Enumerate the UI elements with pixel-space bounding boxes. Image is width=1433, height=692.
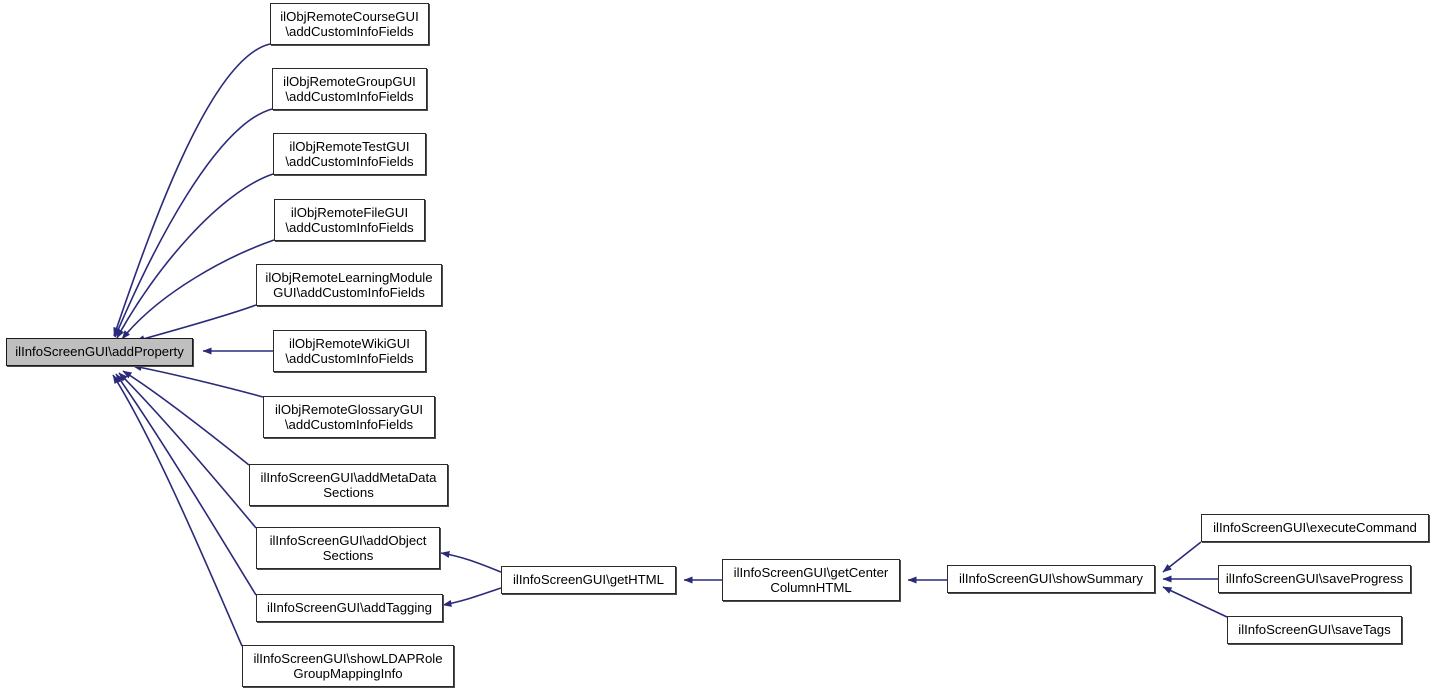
graph-node-remoteCourse[interactable]: ilObjRemoteCourseGUI \addCustomInfoField… [270, 3, 429, 45]
graph-node-addMetaData[interactable]: ilInfoScreenGUI\addMetaData Sections [249, 464, 448, 506]
graph-node-remoteGroup[interactable]: ilObjRemoteGroupGUI \addCustomInfoFields [272, 68, 427, 110]
graph-edge-remoteGlossary-to-root [132, 364, 264, 398]
graph-edge-addMetaData-to-root [122, 370, 250, 466]
graph-node-executeCommand[interactable]: ilInfoScreenGUI\executeCommand [1201, 514, 1429, 542]
graph-edge-remoteLM-to-root [135, 304, 257, 343]
graph-node-saveTags[interactable]: ilInfoScreenGUI\saveTags [1227, 616, 1402, 644]
graph-node-remoteTest[interactable]: ilObjRemoteTestGUI \addCustomInfoFields [273, 133, 426, 175]
graph-node-remoteGlossary[interactable]: ilObjRemoteGlossaryGUI \addCustomInfoFie… [263, 396, 435, 438]
graph-edge-getHTML-to-addTagging [442, 587, 502, 607]
graph-edge-remoteTest-to-root [116, 173, 274, 339]
graph-node-remoteWiki[interactable]: ilObjRemoteWikiGUI \addCustomInfoFields [273, 330, 426, 372]
graph-edge-getHTML-to-addObject [440, 550, 502, 573]
graph-edge-saveTags-to-showSummary [1162, 586, 1228, 618]
graph-node-addObject[interactable]: ilInfoScreenGUI\addObject Sections [256, 527, 440, 569]
graph-edge-executeCommand-to-showSummary [1162, 541, 1202, 573]
graph-edge-remoteGroup-to-root [114, 108, 273, 338]
graph-edge-remoteCourse-to-root [113, 43, 271, 337]
graph-node-saveProgress[interactable]: ilInfoScreenGUI\saveProgress [1218, 565, 1411, 593]
graph-edge-showLDAP-to-root [112, 374, 243, 647]
graph-node-root[interactable]: ilInfoScreenGUI\addProperty [6, 338, 193, 366]
graph-edge-addObject-to-root [118, 372, 257, 529]
graph-node-showSummary[interactable]: ilInfoScreenGUI\showSummary [947, 565, 1155, 593]
graph-node-addTagging[interactable]: ilInfoScreenGUI\addTagging [256, 594, 443, 622]
graph-node-showLDAP[interactable]: ilInfoScreenGUI\showLDAPRole GroupMappin… [242, 645, 454, 687]
graph-node-remoteFile[interactable]: ilObjRemoteFileGUI \addCustomInfoFields [274, 199, 425, 241]
graph-node-remoteLM[interactable]: ilObjRemoteLearningModule GUI\addCustomI… [256, 264, 442, 306]
graph-node-getCenterColumn[interactable]: ilInfoScreenGUI\getCenter ColumnHTML [722, 559, 900, 601]
graph-edge-remoteFile-to-root [121, 239, 275, 340]
graph-node-getHTML[interactable]: ilInfoScreenGUI\getHTML [501, 566, 676, 594]
graph-edge-addTagging-to-root [115, 373, 257, 596]
